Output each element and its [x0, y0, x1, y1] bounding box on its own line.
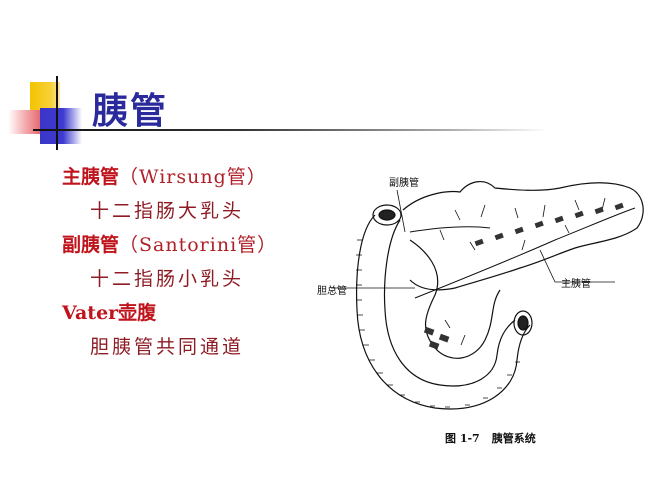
- decorative-blue-square: [40, 108, 82, 144]
- label-main-duct: 主胰管: [561, 279, 591, 290]
- bullet-heading: 副胰管: [62, 234, 120, 256]
- label-common-bile-duct: 胆总管: [317, 286, 347, 297]
- bullet-heading: Vater壶腹: [62, 302, 157, 324]
- decorative-vertical-line: [56, 76, 58, 150]
- label-accessory-duct: 副胰管: [389, 178, 419, 189]
- decorative-yellow-square: [30, 82, 60, 112]
- pancreas-drawing: [331, 181, 644, 410]
- bullet-heading: 主胰管: [62, 166, 120, 188]
- bullet-main-duct: 主胰管（Wirsung管）: [62, 160, 342, 194]
- bullet-paren: （Wirsung管）: [119, 166, 267, 188]
- bullet-paren: （Santorini管）: [119, 234, 278, 256]
- bullet-list: 主胰管（Wirsung管） 十二指肠大乳头 副胰管（Santorini管） 十二…: [62, 160, 342, 364]
- title-underline: [33, 129, 548, 131]
- caption-number: 图 1-7: [445, 432, 480, 445]
- slide-title: 胰管: [92, 90, 169, 132]
- bullet-vater-ampulla: Vater壶腹: [62, 296, 342, 330]
- pancreas-duct-illustration: 副胰管 主胰管 胆总管: [317, 170, 665, 420]
- bullet-detail: 十二指肠小乳头: [90, 268, 245, 290]
- figure-caption: 图 1-7 胰管系统: [445, 430, 548, 446]
- bullet-detail: 十二指肠大乳头: [90, 200, 245, 222]
- bullet-accessory-duct: 副胰管（Santorini管）: [62, 228, 342, 262]
- bullet-detail: 胆胰管共同通道: [90, 336, 245, 358]
- caption-text: 胰管系统: [491, 432, 536, 445]
